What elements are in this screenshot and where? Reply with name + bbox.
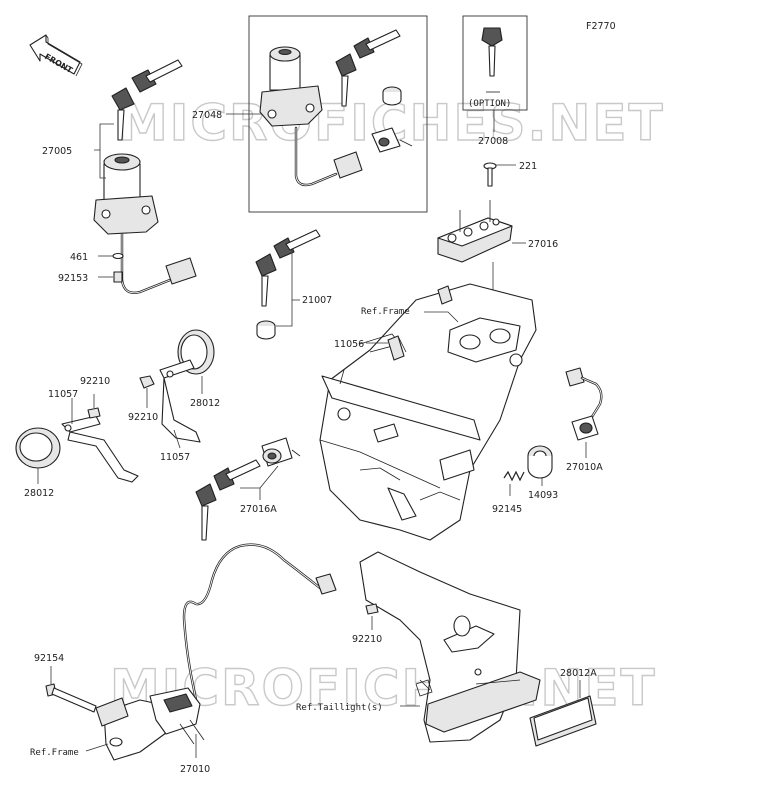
nut-92210-b <box>139 375 155 389</box>
callout-28012-a: 28012 <box>190 398 220 409</box>
switch-bracket-27016 <box>437 200 513 263</box>
key-icon <box>273 229 321 259</box>
callout-92210-c: 92210 <box>352 634 382 645</box>
callout-92210-a: 92210 <box>80 376 110 387</box>
ref-frame-bottom: Ref.Frame <box>30 748 79 758</box>
option-box-27008 <box>462 15 528 111</box>
callout-27010a: 27010A <box>566 462 603 473</box>
ignition-switch-set-27005 <box>93 59 197 294</box>
key-icon <box>255 253 277 307</box>
callout-92210-b: 92210 <box>128 412 158 423</box>
option-label: (OPTION) <box>468 99 511 109</box>
grommet-14093 <box>527 445 553 479</box>
key-icon <box>195 483 217 541</box>
clip-11056 <box>387 335 407 361</box>
ref-taillight: Ref.Taillight(s) <box>296 703 383 713</box>
callout-92145: 92145 <box>492 504 522 515</box>
ref-frame-top: Ref.Frame <box>361 307 410 317</box>
screw-221 <box>483 162 497 187</box>
nut-92210-c <box>365 603 379 615</box>
callout-27048: 27048 <box>192 110 222 121</box>
wire-harness <box>182 543 337 702</box>
bolt-92154 <box>45 683 97 713</box>
figure-code: F2770 <box>586 21 616 32</box>
callout-92153: 92153 <box>58 273 88 284</box>
nut-92210-a <box>87 407 101 419</box>
callout-11057-b: 11057 <box>160 452 190 463</box>
taillight-bracket <box>359 551 541 743</box>
reflector-28012-upper <box>159 329 215 443</box>
callout-27008: 27008 <box>478 136 508 147</box>
callout-14093: 14093 <box>528 490 558 501</box>
callout-27005: 27005 <box>42 146 72 157</box>
switch-27010 <box>95 687 205 761</box>
key-icon <box>353 29 401 59</box>
key-icon <box>213 459 261 491</box>
helmet-lock-27016a <box>195 437 301 541</box>
callout-461: 461 <box>70 252 88 263</box>
reflector-28012a <box>529 695 597 747</box>
spring-92145 <box>503 470 525 482</box>
key-set-21007 <box>255 229 321 340</box>
callout-11057-a: 11057 <box>48 389 78 400</box>
callout-11056: 11056 <box>334 339 364 350</box>
callout-92154: 92154 <box>34 653 64 664</box>
switch-27010a <box>565 367 603 441</box>
callout-27016a: 27016A <box>240 504 277 515</box>
key-icon <box>335 53 357 107</box>
ignition-kit-27048 <box>259 29 413 187</box>
callout-221: 221 <box>519 161 537 172</box>
key-icon <box>111 87 135 141</box>
callout-27016: 27016 <box>528 239 558 250</box>
blank-key-icon <box>481 27 503 77</box>
frame <box>319 283 537 541</box>
reflector-28012-lower <box>15 415 139 483</box>
front-arrow-icon: FRONT <box>29 34 83 77</box>
callout-27010: 27010 <box>180 764 210 775</box>
key-icon <box>131 59 183 93</box>
callout-28012a: 28012A <box>560 668 597 679</box>
callout-28012-b: 28012 <box>24 488 54 499</box>
callout-21007: 21007 <box>302 295 332 306</box>
